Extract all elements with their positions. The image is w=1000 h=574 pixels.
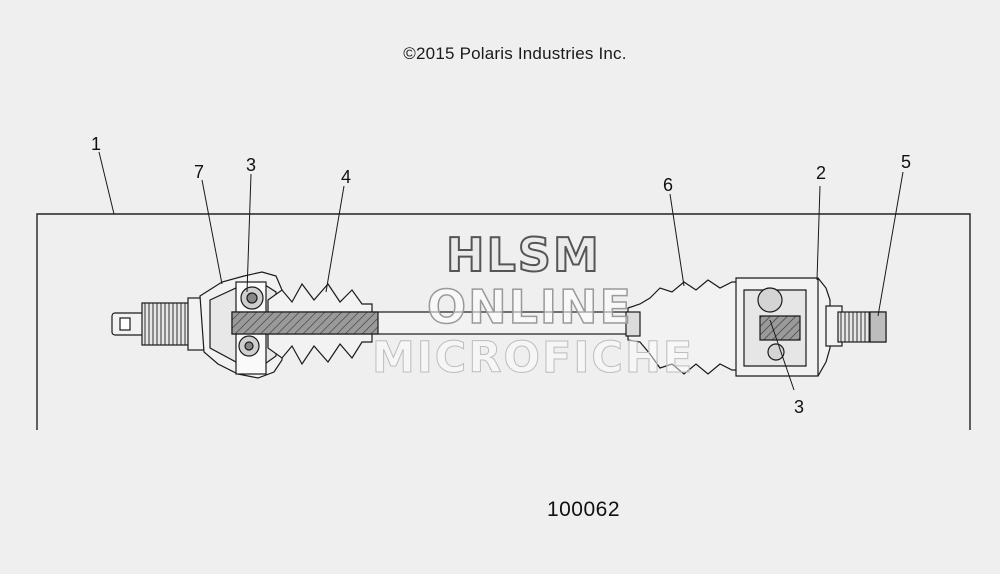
leader-2 (816, 185, 821, 281)
right-stub-shaft (825, 305, 887, 347)
leader-3-right (769, 319, 795, 391)
callout-7: 7 (194, 162, 205, 182)
right-boot-clamp (625, 311, 641, 337)
left-stub-shaft (111, 297, 205, 351)
callout-5: 5 (901, 152, 912, 172)
callout-3-right: 3 (794, 397, 805, 417)
leader-6 (669, 193, 685, 287)
figure-number: 100062 (546, 498, 621, 521)
leader-3-left (246, 173, 252, 293)
callout-1: 1 (91, 134, 102, 154)
assembly-bracket (36, 213, 971, 430)
right-inner-cv-joint (735, 277, 831, 377)
right-boot (627, 279, 739, 375)
leader-7 (201, 179, 223, 285)
callout-4: 4 (341, 167, 352, 187)
callout-6: 6 (663, 175, 674, 195)
callout-3-left: 3 (246, 155, 257, 175)
leader-4 (325, 185, 345, 293)
copyright-text: ©2015 Polaris Industries Inc. (403, 44, 627, 63)
shaft-hatched-section (231, 311, 379, 335)
leader-1 (98, 151, 115, 215)
leader-5 (877, 171, 904, 317)
callout-2: 2 (816, 163, 827, 183)
